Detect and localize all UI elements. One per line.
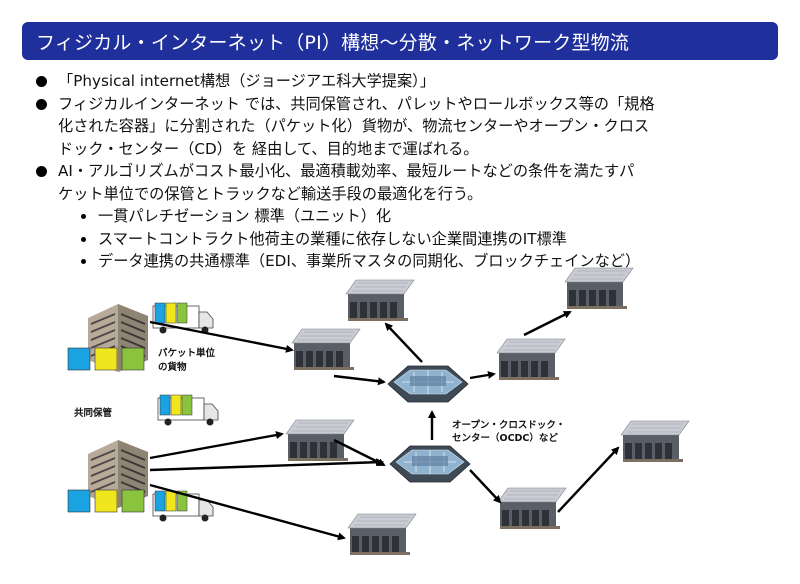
warehouse-icon [620, 420, 690, 463]
sub-bullet-text: スマートコントラクト他荷主の業種に依存しない企業間連携のIT標準 [98, 229, 567, 248]
bullet-text: ケット単位での保管とトラックなど輸送手段の最適化を行う。 [58, 184, 483, 203]
label-packet-cargo: の貨物 [158, 361, 187, 373]
route-arrows [149, 310, 620, 541]
title-bar: フィジカル・インターネット（PI）構想～分散・ネットワーク型物流 [22, 22, 778, 60]
bullet-text: ドック・センター（CD）を 経由して、目的地まで運ばれる。 [58, 139, 479, 158]
warehouse-icon [496, 338, 566, 381]
bullet-item: 「Physical internet構想（ジョージアエ科大学提案）」 [34, 70, 764, 93]
warehouse-icon [564, 267, 634, 310]
bullet-item: フィジカルインターネット では、共同保管され、パレットやロールボックス等の「規格… [34, 93, 764, 161]
warehouse-icon [291, 328, 361, 371]
label-packet-cargo: パケット単位 [158, 347, 216, 359]
sub-bullet-dot-icon [81, 236, 86, 242]
label-ocdc: センター（OCDC）など [452, 432, 558, 444]
packet-boxes [67, 489, 145, 513]
bullet-dot-icon [36, 76, 47, 87]
slide-title: フィジカル・インターネット（PI）構想～分散・ネットワーク型物流 [36, 31, 630, 54]
sub-bullet-text: 一貫パレチゼーション 標準（ユニット）化 [98, 207, 392, 225]
warehouse-icon [345, 279, 415, 322]
sub-bullet-dot-icon [81, 259, 86, 264]
warehouse-icon [285, 419, 355, 462]
sub-bullet-item: 一貫パレチゼーション 標準（ユニット）化 [34, 205, 764, 228]
label-shared-storage: 共同保管 [74, 407, 113, 419]
sub-bullet-text: データ連携の共通標準（EDI、事業所マスタの同期化、ブロックチェインなど） [98, 252, 641, 270]
sub-bullet-dot-icon [81, 214, 86, 219]
sub-bullet-item: スマートコントラクト他荷主の業種に依存しない企業間連携のIT標準 [34, 228, 764, 251]
bullet-dot-icon [36, 98, 47, 110]
packet-boxes [67, 347, 145, 371]
warehouse-icon [497, 487, 567, 530]
crossdock-center-icon [387, 365, 469, 403]
truck-icon [152, 490, 214, 522]
truck-icon [157, 394, 219, 426]
crossdock-center-icon [389, 445, 471, 483]
label-ocdc: オープン・クロスドック・ [452, 419, 565, 431]
bullet-text: フィジカルインターネット では、共同保管され、パレットやロールボックス等の「規格 [58, 94, 655, 113]
bullet-text: AI・アルゴリズムがコスト最小化、最適積載効率、最短ルートなどの条件を満たすパ [58, 162, 635, 180]
bullet-dot-icon [36, 166, 47, 177]
sub-bullet-item: データ連携の共通標準（EDI、事業所マスタの同期化、ブロックチェインなど） [34, 250, 764, 273]
bullet-list: 「Physical internet構想（ジョージアエ科大学提案）」 フィジカル… [34, 70, 764, 273]
bullet-text: 「Physical internet構想（ジョージアエ科大学提案）」 [58, 72, 435, 90]
bullet-item: AI・アルゴリズムがコスト最小化、最適積載効率、最短ルートなどの条件を満たすパ … [34, 160, 764, 205]
warehouse-icon [347, 513, 417, 556]
bullet-text: 化された容器」に分割された（パケット化）貨物が、物流センターやオープン・クロス [58, 117, 650, 135]
